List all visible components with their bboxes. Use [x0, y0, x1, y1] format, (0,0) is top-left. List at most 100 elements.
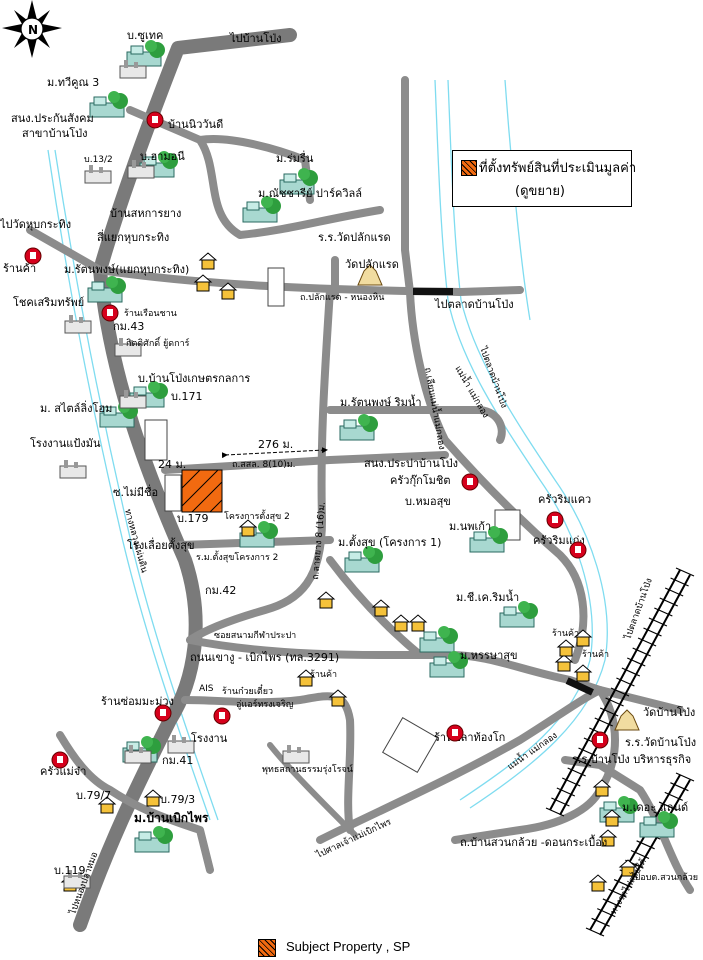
- map-legend: ที่ตั้งทรัพย์สินที่ประเมินมูลค่า (ดูขยาย…: [452, 150, 636, 207]
- factory-icon: [59, 460, 87, 479]
- label-m-nopphaka: ม.นพเก้า: [449, 520, 491, 533]
- label-shop-c: ร้านค้า: [310, 669, 337, 680]
- factory-icon: [119, 390, 147, 409]
- label-to-talad-far: ไปตลาดบ้านโป่ง: [622, 577, 655, 642]
- label-insurance-branch: สาขาบ้านโป่ง: [22, 126, 88, 140]
- label-showroom: โชคเสริมทรัพย์: [13, 295, 84, 309]
- subject-hatch: [181, 469, 223, 513]
- legend-title: ที่ตั้งทรัพย์สินที่ประเมินมูลค่า: [479, 161, 637, 176]
- label-bo-hammonee: บ.ฮามอนี: [140, 150, 185, 163]
- factory-icon: [124, 745, 152, 764]
- label-kitchen-mae: ครัวริมแก่ง: [533, 534, 585, 547]
- house-icon: [391, 614, 411, 632]
- house-icon: [592, 779, 612, 797]
- label-bo-119: บ.119: [54, 864, 85, 877]
- house-icon: [238, 519, 258, 537]
- label-shop-left: ร้านค้า: [3, 262, 36, 275]
- compass-icon: N: [2, 0, 62, 58]
- temple-icon: [614, 709, 640, 731]
- housing-estate-icon: [89, 91, 128, 118]
- label-wat-banpong: วัดบ้านโป่ง: [643, 705, 695, 719]
- railway: [545, 567, 695, 937]
- label-to-suan-kluai: ไปอบต.สวนกล้วย: [629, 872, 698, 883]
- label-dist-24: 24 ม.: [158, 458, 186, 471]
- label-tangsuk2: โครงการตั้งสุข 2: [224, 509, 290, 522]
- house-icon: [296, 669, 316, 687]
- housing-estate-icon: [279, 168, 318, 195]
- legend-subtitle: (ดูขยาย): [515, 184, 566, 199]
- label-factory-flour: โรงงานแป้งมัน: [30, 436, 101, 450]
- housing-estate-icon: [339, 414, 378, 441]
- factory-icon: [84, 165, 112, 184]
- label-to-ban-pong-top: ไปบ้านโป่ง: [229, 31, 281, 45]
- label-water-office: สนง.ประปาบ้านโป่ง: [364, 456, 458, 470]
- label-m-tangsuk1: ม.ตั้งสุข (โครงการ 1): [338, 534, 441, 549]
- label-bo-13-2: บ.13/2: [84, 155, 113, 165]
- label-school-wat-banpong: ร.ร.วัดบ้านโป่ง: [625, 735, 696, 749]
- label-school-wat-plak: ร.ร.วัดปลักแรด: [318, 231, 391, 244]
- label-school-business: ร.ร.บ้านโป่ง บริหารธุรกิจ: [572, 752, 691, 766]
- house-icon: [371, 599, 391, 617]
- house-icon: [328, 689, 348, 707]
- label-factory: โรงงาน: [191, 731, 228, 745]
- label-road-soi8: ถ.สสล. 8(10)ม.: [232, 460, 296, 470]
- label-km41: กม.41: [162, 754, 193, 767]
- label-bo-79-3: บ.79/3: [160, 793, 195, 806]
- label-to-wat-hup: ไปวัดหุบกระทิง: [0, 218, 71, 231]
- house-icon: [218, 282, 238, 300]
- subject-property[interactable]: [181, 469, 223, 513]
- label-mai-chue: ซ.ไม่มีชื่อ: [113, 484, 158, 499]
- dimension-arrow: [221, 447, 328, 459]
- label-intersection: สี่แยกหุบกระทิง: [97, 229, 170, 244]
- label-m-thawikhun3: ม.ทวีคูณ 3: [47, 76, 99, 89]
- house-icon: [556, 639, 576, 657]
- label-kitchen-rim: ครัวริมแคว: [538, 493, 591, 506]
- house-icon: [316, 591, 336, 609]
- label-kitchen-khun: ครัวกุ๊กโมชิต: [390, 473, 451, 487]
- location-pin-icon: [461, 473, 479, 491]
- housing-estate-icon: [499, 601, 538, 628]
- label-m-natcharee: ม.ณัชชารีย์ ปาร์ควิลล์: [258, 187, 362, 200]
- label-to-talad-right: ไปตลาดบ้านโป่ง: [434, 297, 514, 311]
- housing-estate-icon: [419, 626, 458, 653]
- location-pin-icon: [546, 511, 564, 529]
- location-pin-icon: [146, 111, 164, 129]
- label-shop-noodle: ร้านก๋วยเตี๋ยว: [222, 684, 273, 697]
- label-shop-b: ร้านค้า: [582, 649, 609, 660]
- subject-property-swatch-icon: [258, 939, 276, 957]
- label-ais: AIS: [199, 684, 214, 694]
- housing-estate-icon: [344, 546, 383, 573]
- label-m-chikhem: ม.ชี.เค.ริมน้ำ: [456, 589, 519, 604]
- housing-estate-icon: [126, 40, 165, 67]
- label-m-lake: ม.เดอะ แลนด์: [622, 801, 688, 814]
- house-icon: [573, 664, 593, 682]
- label-road-main-title: ถนนเขางู - เบิกไพร (ทล.3291): [190, 651, 339, 664]
- house-icon: [554, 654, 574, 672]
- location-pin-icon: [154, 704, 172, 722]
- label-shop-ruen: ร้านเรือนชาน: [124, 308, 177, 319]
- house-icon: [573, 629, 593, 647]
- stripe-block: [164, 474, 182, 512]
- factory-icon: [127, 160, 155, 179]
- bottom-legend-text: Subject Property , SP: [286, 939, 411, 954]
- label-ban-pong-kaset: บ.บ้านโป่งเกษตรกลการ: [138, 371, 250, 385]
- label-wat-plak: วัดปลักแรด: [345, 258, 399, 271]
- location-pin-icon: [101, 304, 119, 322]
- label-kitchen-maejam: ครัวแม่จ๋า: [40, 765, 86, 778]
- house-icon: [588, 874, 608, 892]
- house-icon: [198, 252, 218, 270]
- label-kitisak: กิตติศักดิ์ ยู้ดการ์: [126, 336, 190, 349]
- label-sawmill: โรงเลื่อยตั้งสุข: [127, 537, 195, 552]
- housing-estate-icon: [242, 196, 281, 223]
- factory-icon: [63, 870, 91, 889]
- compass-letter: N: [28, 23, 38, 37]
- label-insurance-office: สนง.ประกันสังคม: [11, 112, 94, 125]
- house-icon: [618, 859, 638, 877]
- map-icons: [59, 40, 678, 892]
- label-road-plak: ถ.ปลักแรด - หนองหิน: [300, 292, 384, 303]
- temple-icon: [357, 264, 383, 286]
- label-km42: กม.42: [205, 584, 236, 597]
- house-icon: [602, 809, 622, 827]
- label-road-suan: ถ.บ้านสวนกล้วย -ดอนกระเบื้อง: [460, 834, 607, 849]
